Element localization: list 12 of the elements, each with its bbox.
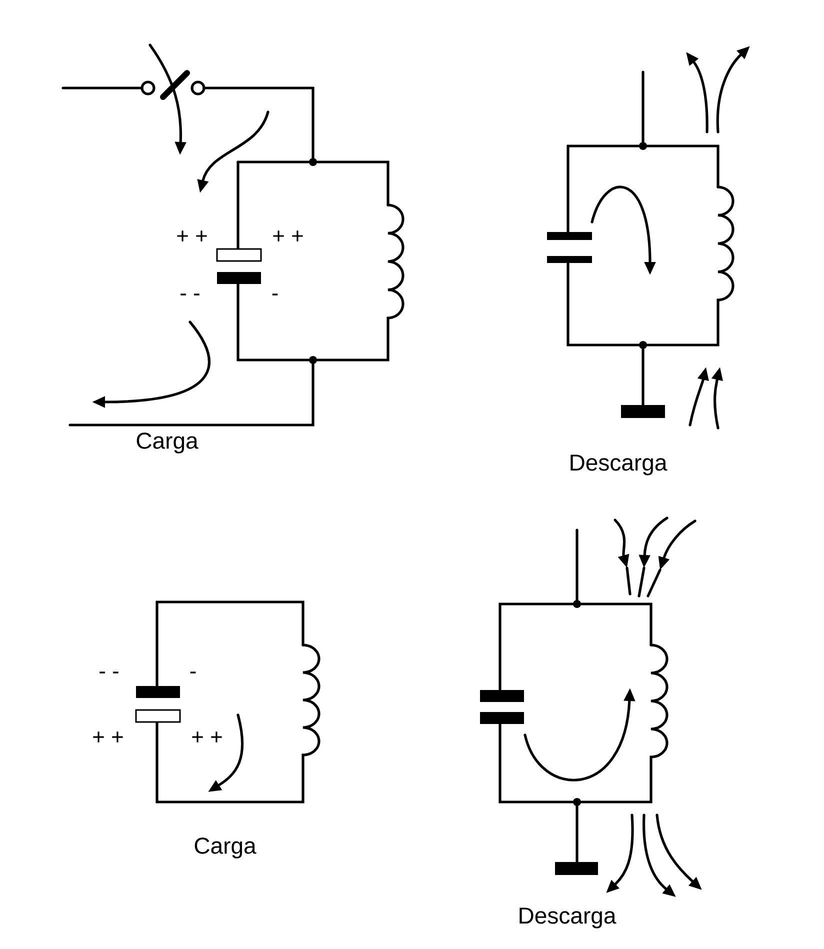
charge-sign: - [190,672,196,674]
caption: Carga [136,432,198,454]
caption: Descarga [520,908,616,928]
charge-sign: - - [180,294,200,296]
charge-sign: + + [177,230,207,242]
charge-sign: + + [273,230,303,242]
caption: Descarga [570,454,668,476]
charge-sign: - - [100,672,118,674]
caption: Carga [194,838,256,858]
charge-sign: + + [192,732,222,742]
charge-sign: - [272,294,278,296]
charge-sign: + + [93,732,123,742]
